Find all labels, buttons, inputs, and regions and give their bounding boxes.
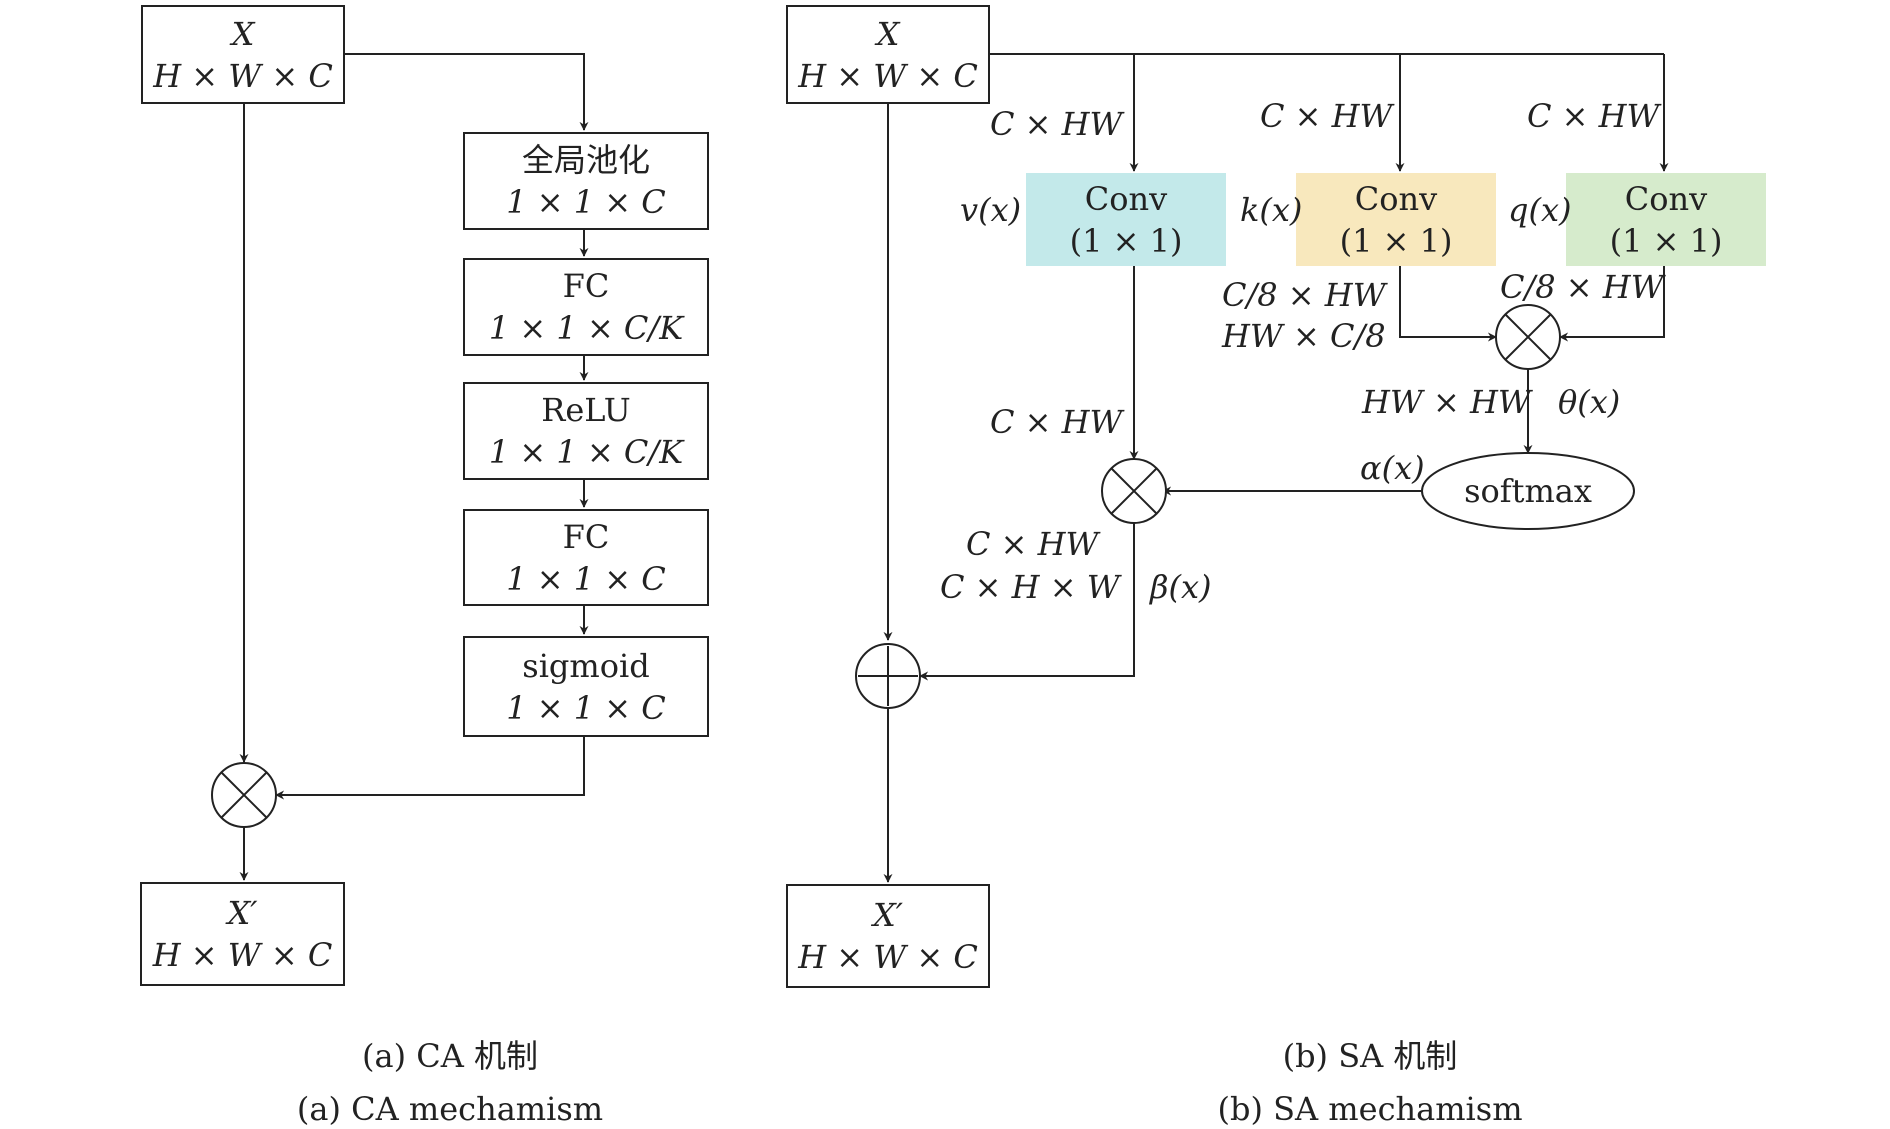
sa-output-dims: H × W × C [798, 938, 978, 976]
ca-sigmoid-name: sigmoid [522, 646, 650, 685]
ca-caption-cn: (a) CA 机制 [362, 1037, 538, 1075]
sa-conv-v-name: Conv [1084, 179, 1168, 218]
ca-input-name: X [231, 14, 255, 53]
sa-input-dims: H × W × C [798, 56, 978, 95]
sa-conv-q-dims: (1 × 1) [1609, 221, 1723, 260]
sa-output-box: X′ H × W × C [786, 884, 990, 988]
sa-beta-to-add-arrow [919, 523, 1135, 681]
sa-k-fn-label: k(x) [1240, 191, 1303, 229]
ca-sigmoid-dims: 1 × 1 × C [506, 688, 666, 727]
sa-conv-k-box: Conv (1 × 1) [1296, 173, 1496, 266]
ca-fc2-box: FC 1 × 1 × C [463, 509, 709, 606]
sa-theta-label: θ(x) [1558, 383, 1621, 421]
ca-caption-en: (a) CA mechamism [296, 1090, 604, 1128]
sa-input-box: X H × W × C [786, 5, 990, 104]
sa-q-to-mult-arrow [1559, 266, 1665, 342]
ca-fc2-dims: 1 × 1 × C [506, 559, 666, 598]
ca-sigmoid-to-mult-arrow [275, 737, 585, 800]
ca-fc1-dims: 1 × 1 × C/K [488, 309, 684, 347]
ca-output-box: X′ H × W × C [140, 882, 345, 986]
sa-conv-q-box: Conv (1 × 1) [1566, 173, 1766, 266]
sa-theta-dims: HW × HW [1362, 383, 1531, 421]
ca-fc2-name: FC [562, 517, 610, 556]
sa-k-out-dims-2: HW × C/8 [1222, 317, 1386, 355]
sa-conv-k-in-dims: C × HW [1260, 97, 1393, 135]
sa-conv-v-in-dims: C × HW [990, 105, 1123, 143]
sa-k-to-mult-arrow [1399, 266, 1497, 342]
sa-softmax-label: softmax [1464, 472, 1592, 510]
sa-input-name: X [876, 14, 900, 53]
sa-conv-k-name: Conv [1354, 179, 1438, 218]
sa-alpha-label: α(x) [1360, 449, 1425, 487]
sa-v-out-dims: C × HW [990, 403, 1123, 441]
sa-k-out-dims-1: C/8 × HW [1222, 276, 1386, 314]
ca-pool-name: 全局池化 [521, 141, 650, 179]
sa-conv-v-box: Conv (1 × 1) [1026, 173, 1226, 266]
sa-output-name: X′ [872, 896, 904, 934]
sa-v-fn-label: v(x) [960, 191, 1022, 229]
ca-output-dims: H × W × C [152, 936, 333, 974]
ca-output-name: X′ [227, 894, 258, 932]
ca-sigmoid-box: sigmoid 1 × 1 × C [463, 636, 709, 737]
ca-relu-dims: 1 × 1 × C/K [488, 433, 684, 471]
ca-relu-name: ReLU [541, 391, 631, 429]
ca-fc1-box: FC 1 × 1 × C/K [463, 258, 709, 356]
ca-input-box: X H × W × C [141, 5, 345, 104]
sa-beta-label: β(x) [1150, 568, 1212, 606]
sa-beta-dims-1: C × HW [966, 525, 1099, 563]
ca-input-dims: H × W × C [153, 56, 333, 95]
sa-beta-dims-2: C × H × W [940, 568, 1120, 606]
ca-fc1-name: FC [562, 267, 610, 305]
sa-conv-k-dims: (1 × 1) [1339, 221, 1453, 260]
sa-caption-cn: (b) SA 机制 [1282, 1037, 1458, 1075]
ca-pool-box: 全局池化 1 × 1 × C [463, 132, 709, 230]
sa-conv-q-in-dims: C × HW [1527, 97, 1660, 135]
sa-caption-en: (b) SA mechamism [1217, 1090, 1523, 1128]
sa-q-out-dims: C/8 × HW [1500, 268, 1664, 306]
ca-relu-box: ReLU 1 × 1 × C/K [463, 382, 709, 480]
sa-conv-v-dims: (1 × 1) [1069, 221, 1183, 260]
sa-q-fn-label: q(x) [1508, 191, 1572, 229]
ca-input-to-pool-arrow [345, 53, 589, 131]
ca-pool-dims: 1 × 1 × C [506, 183, 666, 221]
sa-conv-q-name: Conv [1624, 179, 1708, 218]
